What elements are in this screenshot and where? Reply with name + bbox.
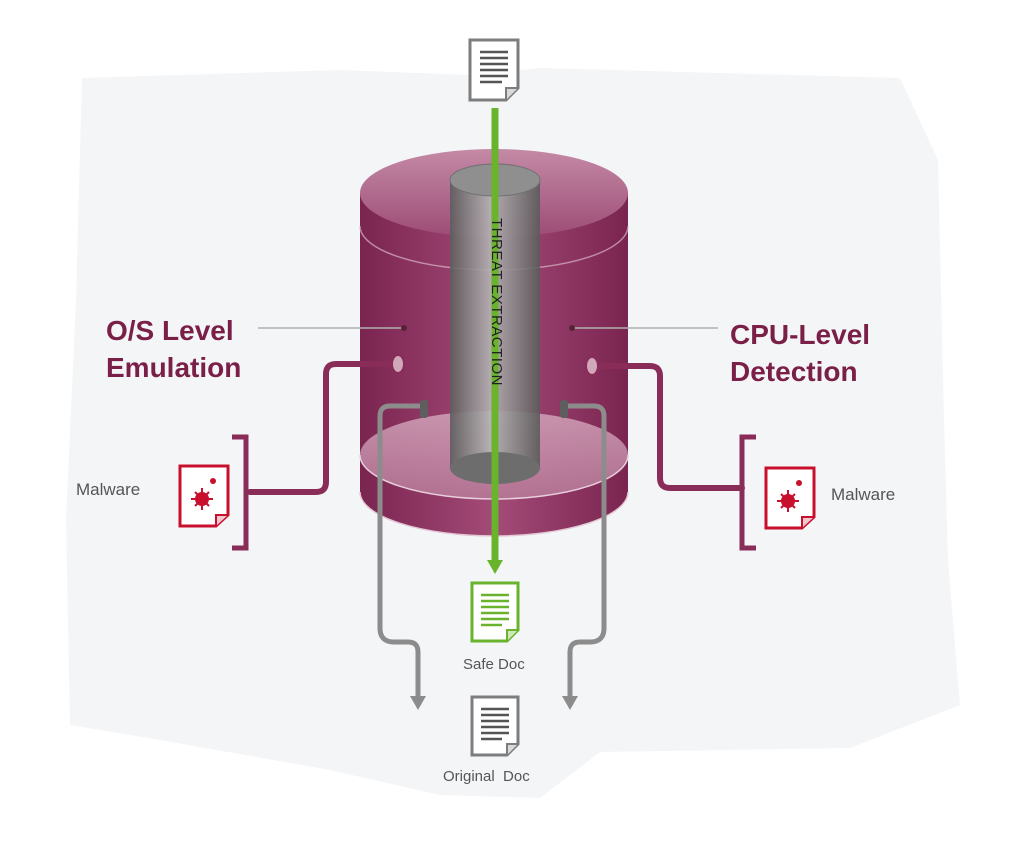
safe-flow-arrow [487,108,503,574]
cpu-level-line2: Detection [730,356,858,387]
right-bracket [739,434,756,551]
input-document-icon [468,38,520,102]
os-level-line1: O/S Level [106,315,234,346]
right-gray-arrowhead [562,696,578,710]
original-document-icon [470,695,520,757]
os-level-heading: O/S Level Emulation [106,312,241,386]
left-gray-arrowhead [410,696,426,710]
safe-doc-label: Safe Doc [463,656,525,673]
malware-right-label: Malware [831,485,896,504]
right-gray-port [560,400,568,418]
os-port [391,354,405,374]
cpu-level-line1: CPU-Level [730,319,871,350]
original-doc-label: Original Doc [443,768,530,785]
cpu-port [585,356,599,376]
left-gray-port [420,400,428,418]
os-level-line2: Emulation [106,352,242,383]
safe-document-icon [470,581,520,643]
cpu-anchor-dot [569,325,575,331]
original-flow-arrows [377,403,607,700]
malware-file-icon [178,464,230,528]
left-bracket [232,434,249,551]
cpu-level-heading: CPU-Level Detection [730,316,870,390]
malware-pipes [247,361,745,495]
os-anchor-dot [401,325,407,331]
threat-extraction-label: THREAT EXTRACTION [488,218,505,386]
malware-file-icon [764,466,816,530]
malware-left-label: Malware [76,480,141,499]
